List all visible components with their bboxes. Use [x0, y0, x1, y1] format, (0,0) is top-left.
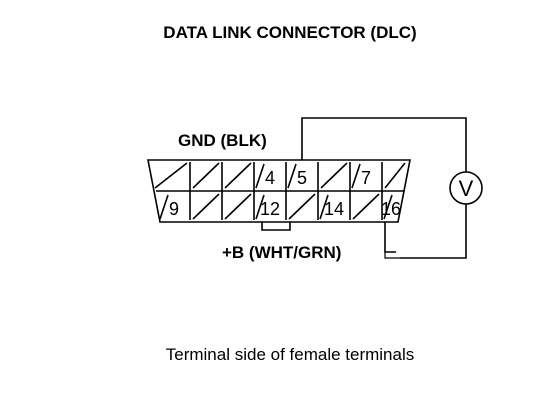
pin-label: 9	[169, 199, 179, 219]
pin-slash	[192, 162, 220, 189]
connector-pins: 4 5 7 9 12 14 16	[154, 162, 406, 220]
voltmeter-icon	[449, 171, 483, 205]
pin-label: 7	[361, 168, 371, 188]
pin-slash	[352, 193, 380, 220]
pin-slash	[351, 163, 361, 189]
diagram-title: DATA LINK CONNECTOR (DLC)	[163, 23, 416, 42]
pin-label: 14	[324, 199, 344, 219]
pin-slash	[224, 193, 252, 220]
pin-slash	[224, 162, 252, 189]
pin-slash	[384, 162, 406, 189]
pin-label: 5	[297, 168, 307, 188]
bplus-label: +B (WHT/GRN)	[222, 243, 341, 262]
pin-slash	[154, 162, 188, 189]
pin-slash	[319, 194, 329, 220]
pin-slash	[288, 193, 316, 220]
connector-outline	[147, 159, 411, 223]
pin-slash	[383, 194, 393, 220]
pin-slash	[287, 163, 297, 189]
bplus-wire-bend	[384, 252, 400, 259]
gnd-label: GND (BLK)	[178, 131, 267, 150]
pin-label: 12	[260, 199, 280, 219]
pin-slash	[255, 163, 265, 189]
diagram-caption: Terminal side of female terminals	[166, 345, 414, 364]
pin-slash	[320, 162, 348, 189]
pin-slash	[192, 193, 220, 220]
pin-slash	[159, 194, 169, 220]
pin-label: 4	[265, 168, 275, 188]
pin-label: 16	[381, 199, 401, 219]
connector-key	[261, 222, 291, 231]
voltmeter-symbol: V	[459, 176, 474, 201]
pin-slash	[255, 194, 265, 220]
gnd-wire	[301, 117, 467, 172]
